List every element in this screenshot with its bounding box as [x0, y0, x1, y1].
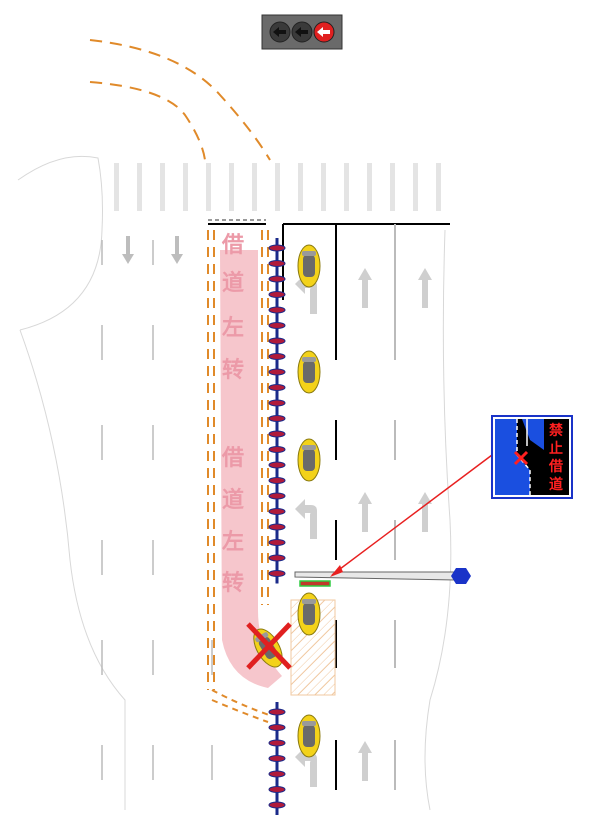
up-arrow-icon — [418, 492, 432, 532]
signal-sensor — [299, 580, 331, 587]
up-arrow-icon — [358, 492, 372, 532]
crosswalk-stripe — [114, 163, 119, 211]
pole-cap-icon — [451, 568, 471, 584]
borrow-lane-char: 道 — [222, 487, 244, 513]
crosswalk-stripe — [413, 163, 418, 211]
borrow-lane-char: 左 — [222, 529, 244, 555]
traffic-light — [261, 14, 343, 50]
borrow-lane-char: 转 — [222, 570, 244, 596]
crosswalk-stripe — [160, 163, 165, 211]
dashed-lane-lines — [335, 420, 396, 790]
barrier-post — [267, 793, 287, 817]
car — [297, 438, 321, 482]
borrow-lane-char: 左 — [222, 315, 244, 341]
crosswalk-stripe — [137, 163, 142, 211]
crosswalk-stripe — [390, 163, 395, 211]
barrier-post — [267, 562, 287, 585]
sign-pole — [294, 568, 471, 587]
crosswalk-stripe — [229, 163, 234, 211]
borrow-lane-char: 借 — [221, 233, 244, 258]
sign-char: 止 — [549, 440, 563, 457]
left-arrow-icon — [291, 21, 313, 43]
sign-char: 禁 — [549, 422, 563, 439]
down-arrow-icon — [171, 236, 183, 264]
crosswalk-stripe — [367, 163, 372, 211]
car — [297, 350, 321, 394]
borrow-lane-char: 道 — [222, 270, 244, 296]
prohibited-x-icon — [246, 622, 292, 670]
borrow-lane-markings — [207, 230, 269, 690]
crosswalk-stripe — [183, 163, 188, 211]
turn-guide-line-outer — [89, 39, 271, 161]
borrow-lane-char: 转 — [222, 357, 244, 383]
up-arrow-icon — [358, 741, 372, 781]
left-arrow-icon — [269, 21, 291, 43]
car — [297, 592, 321, 636]
turn-guide-line-inner — [89, 81, 206, 161]
median-barrier — [267, 236, 287, 817]
sign-char: 借 — [548, 458, 563, 475]
down-arrow-icon — [122, 236, 134, 264]
crosswalk-stripe — [206, 163, 211, 211]
crosswalk-stripe — [252, 163, 257, 211]
left-arrow-icon — [313, 21, 335, 43]
sign-leader-line — [331, 454, 493, 576]
oncoming-lane-dashes — [101, 240, 213, 780]
car — [297, 714, 321, 758]
crosswalk-stripe — [298, 163, 303, 211]
sign-char: 道 — [549, 476, 563, 493]
crosswalk-stripe — [321, 163, 326, 211]
left-turn-arrow-icon — [295, 499, 317, 539]
crosswalk-stripe — [436, 163, 441, 211]
crosswalk-stripe — [275, 163, 280, 211]
borrow-lane-char: 借 — [221, 446, 244, 471]
crosswalk — [114, 163, 441, 211]
crosswalk-stripe — [344, 163, 349, 211]
borrow-lane-zone — [220, 250, 282, 688]
up-arrow-icon — [418, 268, 432, 308]
car — [297, 244, 321, 288]
up-arrow-icon — [358, 268, 372, 308]
